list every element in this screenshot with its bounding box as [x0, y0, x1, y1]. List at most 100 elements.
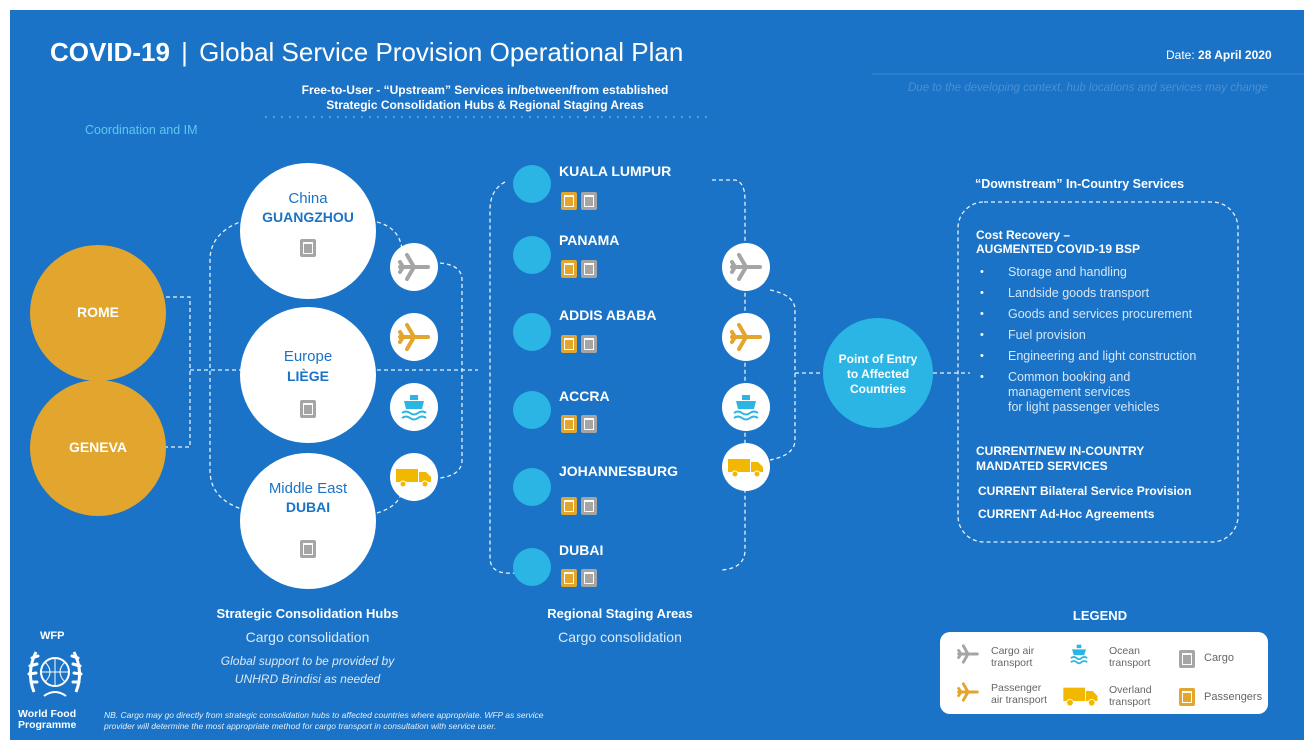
passenger-air-transport-node — [722, 313, 770, 361]
cargo-box-icon — [581, 569, 597, 587]
service-item: Engineering and light construction — [972, 349, 1232, 364]
truck-icon — [1063, 687, 1098, 707]
service-list: Storage and handling Landside goods tran… — [972, 265, 1232, 421]
service-item: Storage and handling — [972, 265, 1232, 280]
diagram-canvas: COVID-19 | Global Service Provision Oper… — [10, 10, 1304, 740]
legend-label: Cargo air transport — [991, 645, 1035, 669]
service-item: Common booking and management services f… — [972, 370, 1232, 415]
coordination-node-rome: ROME — [30, 245, 166, 381]
coordination-node-label: GENEVA — [68, 439, 128, 455]
page-title: COVID-19 | Global Service Provision Oper… — [50, 36, 683, 68]
footnote-line: NB. Cargo may go directly from strategic… — [104, 710, 544, 720]
hub-city: GUANGZHOU — [262, 209, 354, 225]
cargo-air-transport-node — [390, 243, 438, 291]
wfp-name: World Food Programme — [18, 709, 76, 731]
footnote: NB. Cargo may go directly from strategic… — [104, 710, 544, 732]
legend-label: Cargo — [1204, 652, 1234, 664]
legend-label: Passengers — [1204, 691, 1263, 703]
passenger-box-icon — [561, 192, 577, 210]
mandated-line: CURRENT/NEW IN-COUNTRY — [976, 444, 1145, 458]
hub-city: DUBAI — [285, 499, 331, 515]
cargo-box-icon — [581, 192, 597, 210]
staging-label: ACCRA — [559, 388, 610, 404]
staging-label: ADDIS ABABA — [559, 307, 657, 323]
staging-caption-subtitle: Cargo consolidation — [558, 629, 682, 645]
staging-label: KUALA LUMPUR — [559, 163, 672, 179]
date: Date: 28 April 2020 — [1166, 48, 1272, 62]
staging-node-dot — [513, 165, 551, 203]
upstream-heading: Free-to-User - “Upstream” Services in/be… — [250, 83, 720, 113]
legend-label: Ocean transport — [1109, 645, 1151, 669]
airplane-icon — [398, 253, 430, 281]
cargo-box-icon — [300, 239, 316, 257]
hubs-caption-title: Strategic Consolidation Hubs — [216, 606, 399, 621]
hubs-note-line: Global support to be provided by — [220, 654, 395, 668]
cargo-box-icon — [300, 400, 316, 418]
staging-node-dot — [513, 313, 551, 351]
passenger-air-transport-node — [390, 313, 438, 361]
hub-region: Europe — [283, 348, 333, 365]
passenger-box-icon — [561, 260, 577, 278]
ship-icon — [401, 395, 427, 421]
staging-node-dot — [513, 548, 551, 586]
point-of-entry-label: Point of Entry to Affected Countries — [823, 352, 933, 397]
cargo-box-icon — [581, 497, 597, 515]
staging-label: PANAMA — [559, 232, 620, 248]
title-bold: COVID-19 — [50, 37, 170, 67]
passenger-box-icon — [561, 497, 577, 515]
cost-recovery-heading: Cost Recovery – AUGMENTED COVID-19 BSP — [976, 228, 1140, 256]
legend-label: Passenger air transport — [991, 682, 1048, 706]
date-label: Date: — [1166, 48, 1195, 62]
passenger-box-icon — [561, 415, 577, 433]
hubs-note-line: UNHRD Brindisi as needed — [234, 672, 381, 686]
airplane-icon — [957, 682, 979, 702]
staging-caption-title: Regional Staging Areas — [547, 606, 693, 621]
staging-node-dot — [513, 391, 551, 429]
upstream-line-1: Free-to-User - “Upstream” Services in/be… — [301, 83, 669, 97]
coordination-node-label: ROME — [77, 304, 119, 320]
wfp-logo-icon — [27, 651, 83, 697]
staging-node-dot — [513, 468, 551, 506]
point-of-entry-line: to Affected — [846, 367, 910, 381]
truck-icon — [396, 469, 431, 488]
cargo-box-icon — [300, 540, 316, 558]
cost-recovery-line: Cost Recovery – — [976, 228, 1071, 242]
adhoc-agreements: CURRENT Ad-Hoc Agreements — [978, 507, 1155, 521]
cargo-box-icon — [581, 415, 597, 433]
disclaimer: Due to the developing context, hub locat… — [908, 82, 1268, 94]
hub-city: LIÈGE — [286, 368, 329, 384]
coordination-label: Coordination and IM — [85, 123, 198, 137]
wfp-name-line: Programme — [18, 719, 77, 731]
cost-recovery-line: AUGMENTED COVID-19 BSP — [976, 242, 1141, 256]
hub-region: Middle East — [268, 480, 348, 497]
mandated-line: MANDATED SERVICES — [976, 459, 1108, 473]
legend-label: Overland transport — [1109, 684, 1152, 708]
hub-node-liege: Europe LIÈGE — [240, 307, 376, 443]
hub-node-guangzhou: China GUANGZHOU — [240, 163, 376, 299]
title-separator: | — [181, 37, 188, 67]
passenger-box-icon — [1179, 688, 1195, 706]
airplane-icon — [730, 253, 762, 281]
legend-panel: Cargo air transport Ocean transport Carg… — [940, 632, 1268, 714]
point-of-entry-node: Point of Entry to Affected Countries — [823, 318, 933, 428]
passenger-box-icon — [561, 569, 577, 587]
ocean-transport-node — [390, 383, 438, 431]
upstream-line-2: Strategic Consolidation Hubs & Regional … — [326, 98, 644, 112]
truck-icon — [728, 459, 763, 478]
title-rest: Global Service Provision Operational Pla… — [199, 37, 684, 67]
service-item: Landside goods transport — [972, 286, 1232, 301]
staging-label: DUBAI — [559, 542, 604, 558]
cargo-air-transport-node — [722, 243, 770, 291]
hub-node-dubai: Middle East DUBAI — [240, 453, 376, 589]
overland-transport-node — [722, 443, 770, 491]
hubs-caption-subtitle: Cargo consolidation — [245, 629, 370, 645]
overland-transport-node — [390, 453, 438, 501]
connector-lines — [166, 73, 1304, 574]
cargo-box-icon — [1179, 650, 1195, 668]
coordination-node-geneva: GENEVA — [30, 380, 166, 516]
airplane-icon — [398, 323, 430, 351]
airplane-icon — [957, 644, 979, 664]
cargo-box-icon — [581, 260, 597, 278]
ship-icon — [1070, 644, 1088, 665]
footnote-line: provider will determine the most appropr… — [104, 721, 497, 731]
